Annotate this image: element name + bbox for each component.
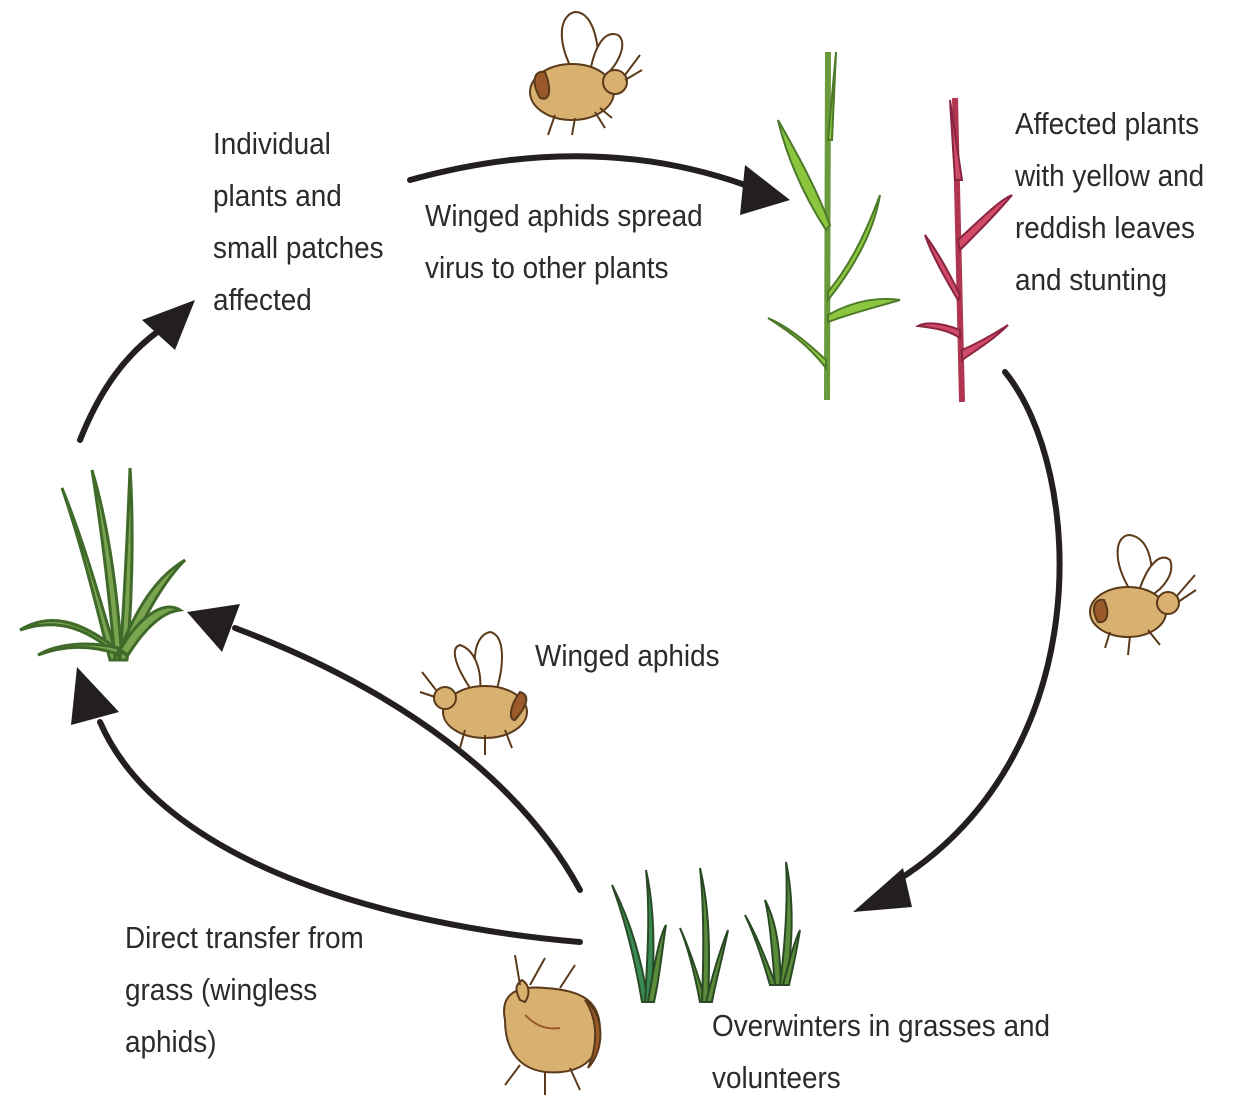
overwintering-grasses bbox=[612, 862, 800, 1002]
label-line: Winged aphids bbox=[535, 630, 720, 682]
label-line: Direct transfer from bbox=[125, 912, 364, 964]
affected-plant bbox=[918, 98, 1012, 402]
label-line: aphids) bbox=[125, 1016, 364, 1068]
label-line: with yellow and bbox=[1015, 150, 1204, 202]
label-line: volunteers bbox=[712, 1052, 1050, 1104]
label-line: reddish leaves bbox=[1015, 202, 1204, 254]
winged-aphid-right bbox=[1090, 535, 1196, 655]
label-affected-plants: Affected plants with yellow and reddish … bbox=[1015, 98, 1204, 306]
label-winged-aphids: Winged aphids bbox=[535, 630, 720, 682]
label-line: small patches bbox=[213, 222, 384, 274]
label-line: virus to other plants bbox=[425, 242, 703, 294]
label-line: Overwinters in grasses and bbox=[712, 1000, 1050, 1052]
arrow-winged-aphids-to-grass bbox=[187, 604, 580, 890]
label-direct-transfer: Direct transfer from grass (wingless aph… bbox=[125, 912, 364, 1068]
label-individual-plants: Individual plants and small patches affe… bbox=[213, 118, 384, 326]
label-line: plants and bbox=[213, 170, 384, 222]
label-overwinters: Overwinters in grasses and volunteers bbox=[712, 1000, 1050, 1104]
wingless-aphid bbox=[504, 955, 600, 1095]
grass-clump bbox=[20, 468, 185, 660]
label-spread-virus: Winged aphids spread virus to other plan… bbox=[425, 190, 703, 294]
label-line: Individual bbox=[213, 118, 384, 170]
label-line: and stunting bbox=[1015, 254, 1204, 306]
label-line: affected bbox=[213, 274, 384, 326]
arrow-right-down bbox=[853, 372, 1060, 912]
label-line: grass (wingless bbox=[125, 964, 364, 1016]
arrow-left-up bbox=[80, 300, 195, 440]
label-line: Winged aphids spread bbox=[425, 190, 703, 242]
winged-aphid-top bbox=[530, 12, 642, 135]
label-line: Affected plants bbox=[1015, 98, 1204, 150]
healthy-plant bbox=[768, 52, 900, 400]
